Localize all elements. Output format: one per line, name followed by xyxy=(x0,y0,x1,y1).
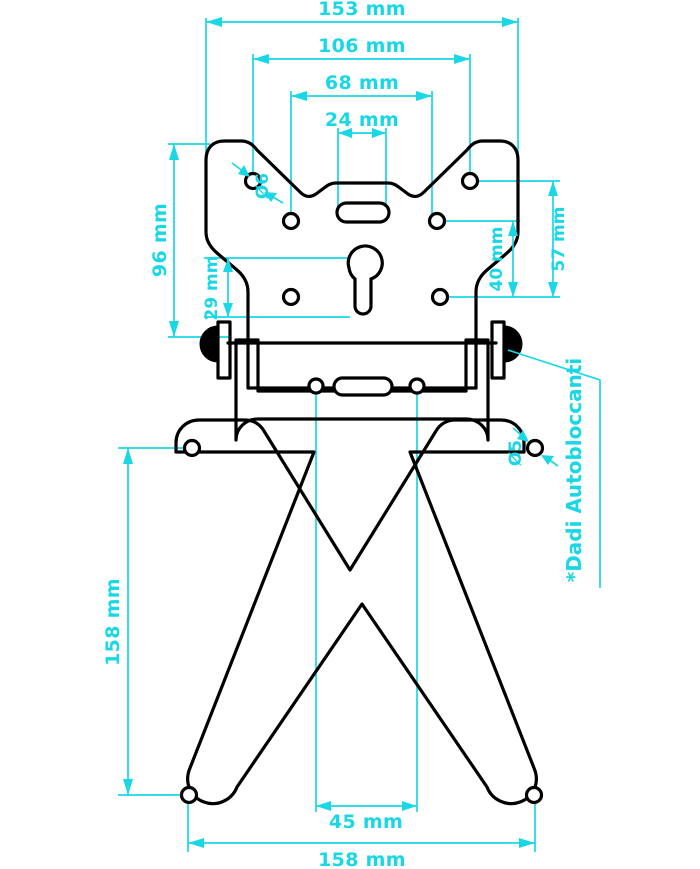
upper-plate-outline xyxy=(204,139,520,390)
upper-hole-left-mid xyxy=(281,211,301,231)
dimension-label-106mm: 106 mm xyxy=(318,35,406,57)
note-label-dadi-autobloccanti: *Dadi Autobloccanti xyxy=(562,358,586,582)
right-pivot-plate xyxy=(490,320,506,380)
dimension-68mm: 68 mm xyxy=(291,72,432,101)
dimension-label-45mm: 45 mm xyxy=(329,811,403,833)
dimension-label-96mm: 96 mm xyxy=(149,203,171,277)
dimension-label-24mm: 24 mm xyxy=(325,109,399,131)
dimension-158mm-horizontal: 158 mm xyxy=(188,838,535,869)
lower-hole-left xyxy=(307,377,325,395)
keyhole-slot xyxy=(346,244,384,316)
callout-label-diameter-6: Ø6 xyxy=(253,173,273,199)
upper-plate-slot xyxy=(335,201,391,224)
left-pivot-plate xyxy=(216,320,232,380)
dimension-label-68mm: 68 mm xyxy=(325,72,399,94)
upper-hole-right-mid xyxy=(427,211,447,231)
dimension-96mm: 96 mm xyxy=(149,144,179,337)
upper-hole-left-top xyxy=(243,171,263,191)
dimension-label-29mm: 29 mm xyxy=(202,255,222,320)
dimension-106mm: 106 mm xyxy=(253,35,470,64)
x-frame-hole-top-right xyxy=(525,438,545,458)
upper-hole-right-top xyxy=(460,171,480,191)
dimension-158mm-vertical: 158 mm xyxy=(102,448,133,795)
bracket-part-geometry xyxy=(174,139,545,806)
x-frame-outline xyxy=(174,418,538,806)
dimension-label-158mm-horizontal: 158 mm xyxy=(318,849,406,869)
dimension-24mm: 24 mm xyxy=(325,109,399,138)
lower-hole-right xyxy=(408,377,426,395)
dimension-40mm: 40 mm xyxy=(487,221,518,297)
upper-hole-left-low xyxy=(281,287,301,307)
left-pivot-nut xyxy=(199,325,219,363)
dimension-label-40mm: 40 mm xyxy=(487,226,507,291)
dimension-label-153mm: 153 mm xyxy=(318,0,406,20)
callout-label-diameter-5: Ø5 xyxy=(506,440,526,466)
dimension-label-57mm: 57 mm xyxy=(549,206,569,271)
upper-hole-right-low xyxy=(430,287,450,307)
dimension-29mm: 29 mm xyxy=(202,255,233,321)
dimension-57mm: 57 mm xyxy=(548,181,569,297)
note-dadi-autobloccanti: *Dadi Autobloccanti xyxy=(507,349,601,588)
dimension-45mm: 45 mm xyxy=(316,801,417,833)
dimension-153mm: 153 mm xyxy=(206,0,518,27)
callout-diameter-5: Ø5 xyxy=(506,427,559,467)
x-frame-hole-top-left xyxy=(182,438,202,458)
x-frame-hole-bottom-left xyxy=(179,785,199,805)
x-frame-hole-bottom-right xyxy=(524,785,544,805)
extension-lines-group xyxy=(118,18,560,852)
callout-diameter-6: Ø6 xyxy=(231,162,284,204)
dimension-label-158mm-vertical: 158 mm xyxy=(102,578,124,666)
right-pivot-nut xyxy=(503,325,523,363)
lower-plate-slot xyxy=(332,376,394,397)
